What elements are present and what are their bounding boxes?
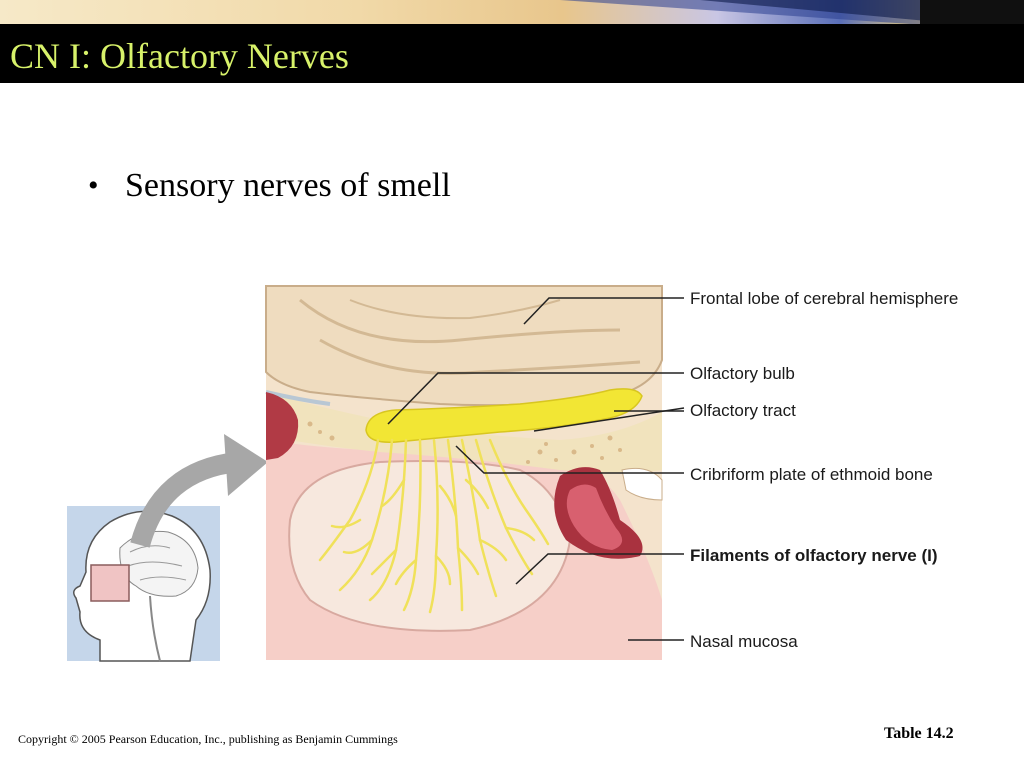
leader-lines bbox=[387, 297, 685, 641]
copyright-notice: Copyright © 2005 Pearson Education, Inc.… bbox=[18, 732, 398, 746]
olfactory-filaments bbox=[318, 438, 550, 614]
leader-cribriform bbox=[455, 445, 684, 474]
leader-filaments bbox=[515, 553, 684, 585]
label-olfactory-bulb: Olfactory bulb bbox=[690, 364, 795, 383]
bullet-text: Sensory nerves of smell bbox=[125, 167, 451, 204]
label-olfactory-tract: Olfactory tract bbox=[690, 401, 796, 420]
arrow-icon bbox=[130, 434, 268, 548]
head-inset bbox=[67, 506, 220, 662]
leader-olfactory-bulb bbox=[387, 372, 684, 425]
title-bar bbox=[0, 24, 1024, 83]
slide-title: CN I: Olfactory Nerves bbox=[10, 36, 349, 76]
label-nasal-mucosa: Nasal mucosa bbox=[690, 632, 798, 651]
label-filaments: Filaments of olfactory nerve (I) bbox=[690, 546, 938, 565]
leader-olfactory-tract-2 bbox=[533, 407, 685, 432]
table-reference: Table 14.2 bbox=[884, 725, 954, 742]
bullet-marker: • bbox=[88, 169, 99, 202]
label-cribriform-plate: Cribriform plate of ethmoid bone bbox=[690, 465, 933, 484]
header-decoration bbox=[0, 0, 1024, 24]
leader-frontal-lobe bbox=[523, 297, 684, 325]
label-frontal-lobe: Frontal lobe of cerebral hemisphere bbox=[690, 289, 959, 308]
